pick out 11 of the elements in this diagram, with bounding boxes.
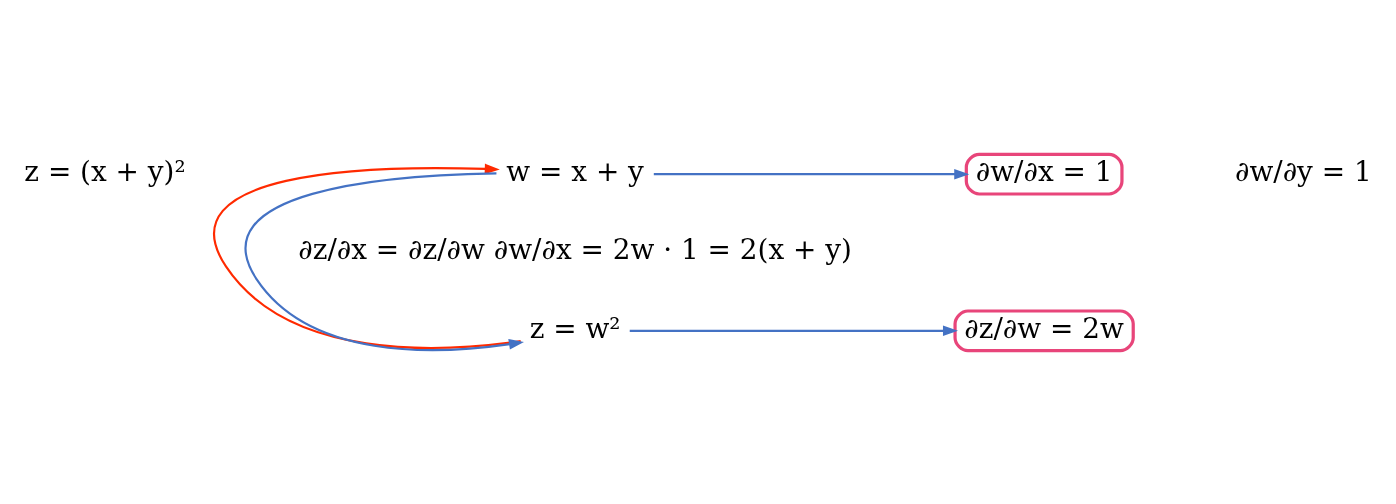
node-box: ∂w/∂x = 1	[964, 152, 1124, 196]
arrow	[653, 168, 970, 179]
node-box: ∂z/∂w = 2w	[953, 308, 1135, 352]
node-text: z = w²	[529, 311, 621, 345]
arrow	[245, 171, 524, 351]
label: ∂w/∂y = 1	[1234, 154, 1372, 188]
label: z = (x + y)²	[24, 154, 186, 188]
arrow	[629, 325, 959, 336]
label: ∂z/∂x = ∂z/∂w ∂w/∂x = 2w · 1 = 2(x + y)	[298, 232, 852, 266]
arrow	[214, 163, 521, 349]
node-text: w = x + y	[506, 154, 644, 188]
